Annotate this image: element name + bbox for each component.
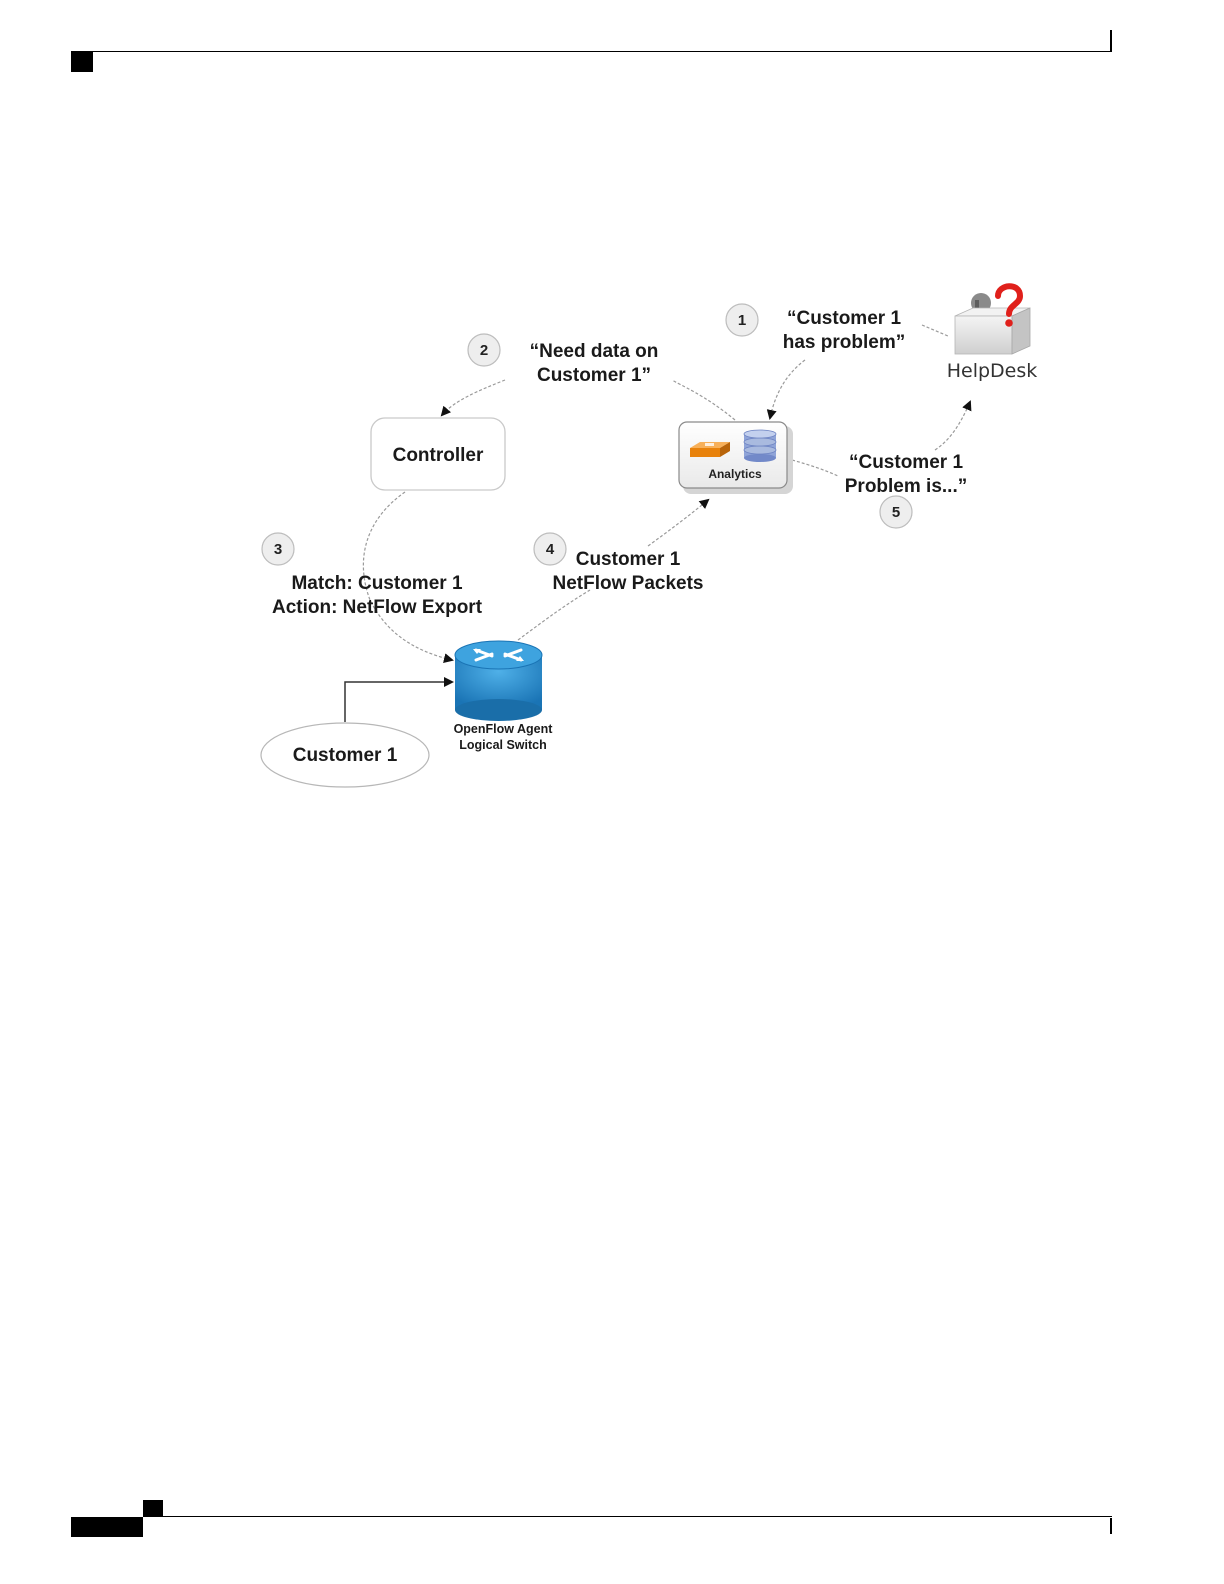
svg-text:1: 1: [738, 312, 746, 329]
connector-problem-to-helpdesk: [935, 402, 970, 450]
svg-text:2: 2: [480, 342, 488, 359]
footer-tick: [1110, 1518, 1112, 1534]
helpdesk-label: HelpDesk: [947, 360, 1038, 382]
step3-caption-line1: Match: Customer 1: [291, 573, 462, 594]
step4-caption-line2: NetFlow Packets: [553, 573, 704, 594]
step5-caption-line1: “Customer 1: [849, 452, 963, 473]
footer-rule: [143, 1516, 1112, 1517]
customer-label: Customer 1: [293, 745, 398, 766]
connector-need-data: [442, 380, 505, 415]
switch-label-line1: OpenFlow Agent: [454, 722, 554, 736]
analytics-label: Analytics: [708, 467, 762, 481]
step4-caption-line1: Customer 1: [576, 549, 681, 570]
step-badge-2: 2: [468, 334, 500, 366]
step5-caption-line2: Problem is...”: [845, 476, 967, 497]
connector-netflow-upper: [648, 500, 708, 546]
step2-caption-line2: Customer 1”: [537, 365, 651, 386]
connector-switch-to-analytics: [518, 590, 590, 640]
footer-bar: [71, 1517, 143, 1537]
step1-caption-line2: has problem”: [783, 332, 905, 353]
svg-text:3: 3: [274, 541, 282, 558]
connector-analytics-to-controller: [672, 380, 735, 420]
footer-marker: [143, 1500, 163, 1516]
step1-caption-line1: “Customer 1: [787, 308, 901, 329]
step2-caption-line1: “Need data on: [530, 341, 659, 362]
svg-text:4: 4: [546, 541, 555, 558]
step-badge-3: 3: [262, 533, 294, 565]
connector-analytics-to-problem: [792, 460, 838, 476]
step-badge-4: 4: [534, 533, 566, 565]
step-badge-1: 1: [726, 304, 758, 336]
openflow-switch-icon: [455, 641, 542, 721]
svg-text:5: 5: [892, 504, 900, 521]
step-badge-5: 5: [880, 496, 912, 528]
step3-caption-line2: Action: NetFlow Export: [272, 597, 483, 618]
connector-helpdesk-tail: [922, 325, 948, 336]
helpdesk-icon: [955, 286, 1030, 354]
connector-customer-to-switch: [345, 682, 452, 722]
controller-label: Controller: [393, 445, 484, 466]
switch-label-line2: Logical Switch: [459, 738, 547, 752]
connector-helpdesk-to-analytics-1: [770, 360, 805, 418]
database-icon: [744, 430, 776, 462]
